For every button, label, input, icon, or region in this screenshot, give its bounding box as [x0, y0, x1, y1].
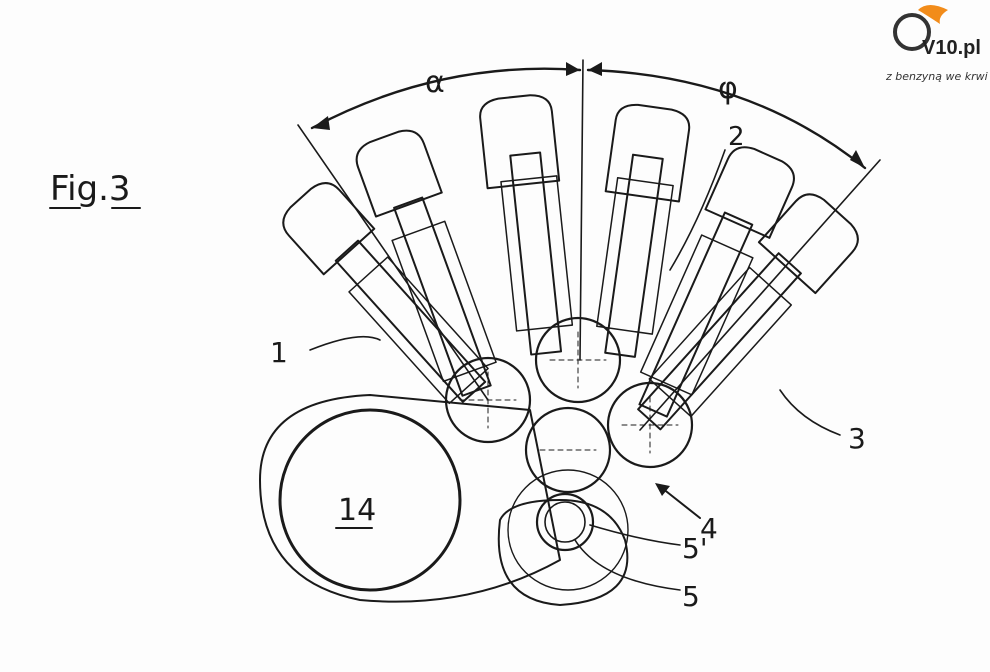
cylinder-center-right: [596, 103, 691, 358]
leader-5prime: [589, 524, 681, 546]
label-3: 3: [848, 422, 866, 455]
crank-cover: [497, 499, 629, 606]
drive-belt: [259, 394, 561, 603]
logo-tagline: z benzyną we krwi: [885, 70, 988, 83]
label-4: 4: [700, 512, 718, 545]
label-14: 14: [338, 493, 376, 528]
gear-bottom: [524, 406, 612, 494]
cylinder-right-inner: [638, 146, 795, 418]
leader-1: [309, 335, 381, 351]
flame-icon: [918, 5, 948, 24]
arrowhead-right: [850, 150, 865, 168]
site-logo: V10.pl z benzyną we krwi: [885, 5, 988, 83]
bank-axis-center: [579, 59, 584, 361]
gear-left: [444, 356, 532, 444]
arrowhead-mid-right: [588, 62, 602, 76]
crank-pin-inner: [544, 501, 586, 543]
leader-5: [574, 539, 681, 591]
label-2: 2: [728, 122, 745, 152]
cylinder-center-left: [479, 94, 574, 356]
cylinder-right-outer: [637, 193, 859, 431]
label-5: 5: [682, 580, 700, 613]
tire-icon: [893, 13, 931, 51]
pulley-14: [278, 408, 462, 592]
crank-pin-outer: [535, 492, 595, 552]
gear-top: [534, 316, 622, 404]
label-1: 1: [270, 336, 288, 369]
label-5prime: 5': [682, 532, 708, 565]
gear-right: [606, 381, 694, 469]
leader-4: [661, 487, 701, 519]
angle-phi-label: φ: [718, 71, 738, 106]
arrowhead-mid-left: [566, 62, 580, 76]
leader-4-arrowhead: [655, 483, 670, 496]
leader-3: [779, 389, 841, 436]
crank-circle-outer: [507, 469, 629, 591]
angle-alpha-label: α: [425, 65, 445, 100]
angle-arc-left: [310, 67, 582, 130]
logo-brand: V10.pl: [922, 37, 981, 59]
arrowhead-left: [312, 116, 330, 130]
cylinder-left-inner: [355, 129, 497, 397]
leader-2: [669, 149, 726, 271]
figure-title: Fig.3: [50, 169, 131, 209]
angle-arc-right: [586, 68, 867, 170]
cylinder-left-outer: [282, 182, 489, 405]
